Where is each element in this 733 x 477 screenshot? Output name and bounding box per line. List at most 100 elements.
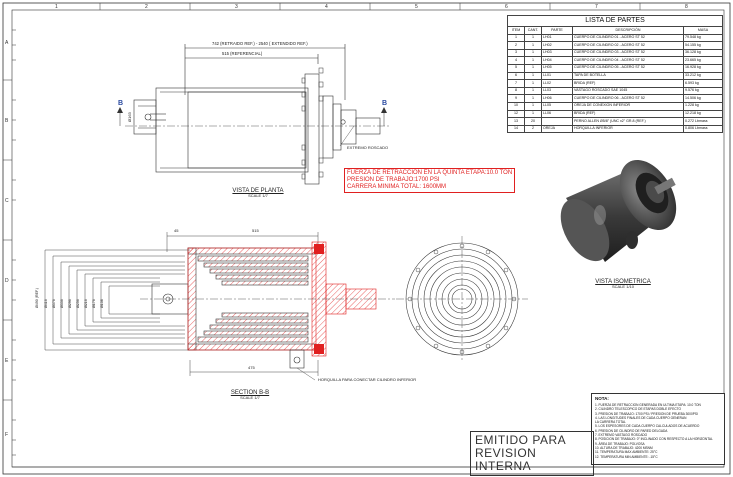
part-desc: CUERPO DE CILINDRO 01 - ACERO ST 52 [572, 33, 684, 43]
dim-small: Ø163 [127, 112, 132, 122]
part-mass: 23.665 kg [683, 56, 723, 65]
parts-header-row: ITEM CANT. PARTE DESCRIPCIÓN MASA [507, 26, 723, 35]
note-item: 9. ÁREA DE TRABAJO: POLVOSA [595, 441, 645, 446]
part-qty: 1 [524, 79, 542, 88]
note-item: 4. LAS LONGITUDES FINALES DE CADA CUERPO… [595, 415, 687, 420]
note-item: LA CARRERA TOTAL [595, 420, 626, 425]
note-item: 3. PRESION DE TRABAJO: 1700 PSI / PRESIO… [595, 411, 698, 416]
iso-view-title: VISTA ISOMETRICA SCALE 1/10 [583, 279, 663, 289]
part-item: 2 [507, 41, 525, 50]
part-qty: 1 [524, 56, 542, 65]
plan-view-scale: SCALE 1/7 [248, 193, 268, 198]
zone-label-top-6: 6 [505, 4, 508, 10]
part-qty: 1 [524, 94, 542, 103]
isometric-view [560, 159, 677, 262]
note-item: 1. FUERZA DE RETRACCION GENERADA EN ULTI… [595, 403, 701, 407]
part-desc: CUERPO DE CILINDRO 02 - ACERO ST 52 [572, 41, 684, 50]
part-mass: 79.548 kg [683, 33, 723, 43]
part-code: LH06 [541, 94, 573, 103]
part-code: LL02 [541, 79, 573, 88]
zone-label-top-3: 3 [235, 4, 238, 10]
col-item: ITEM [507, 26, 525, 35]
dim-dia-6: Ø336 [60, 299, 64, 308]
zone-label-side-f: F [5, 432, 9, 438]
part-item: 6 [507, 71, 525, 81]
part-code: LL01 [541, 71, 573, 81]
part-qty: 1 [524, 41, 542, 50]
part-desc: CUERPO DE CILINDRO 06 - ACERO ST 52 [572, 94, 684, 103]
part-qty: 1 [524, 63, 542, 73]
part-mass: 9.576 kg [683, 86, 723, 96]
part-mass: 0.272 Lbmass [683, 117, 723, 126]
part-code: LH04 [541, 56, 573, 65]
note-item: 8. POSICION DE TRABAJO: 0° INCLINADO CON… [595, 437, 713, 442]
part-desc: VASTAGO ROSCADO SAE 1045 [572, 86, 684, 96]
dim-dia-2: Ø176 [92, 299, 96, 308]
part-qty: 1 [524, 109, 542, 119]
part-mass: 16.928 kg [683, 63, 723, 73]
note-item: 12. TEMPERATURA MIN AMBIENTE: -15°C [595, 454, 658, 459]
dim-outer: Ø490 (REF.) [35, 288, 39, 308]
col-part: PARTE [541, 26, 573, 35]
part-item: 9 [507, 94, 525, 103]
part-item: 5 [507, 63, 525, 73]
part-desc: BRIDA (REF) [572, 79, 684, 88]
dim-dia-7: Ø376 [52, 299, 56, 308]
note-item: 10. ALTURA DE TRABAJO: 4200 MSNM [595, 445, 653, 450]
zone-ticks [3, 3, 724, 468]
zone-label-side-c: C [5, 198, 9, 204]
part-item: 4 [507, 56, 525, 65]
zone-label-side-a: A [5, 40, 9, 46]
note-item: 5. LOS ESPESORES DE CADA CUERPO CALCULAD… [595, 424, 700, 429]
part-mass: 36.128 kg [683, 48, 723, 58]
section-view-title: SECTION B-B SCALE 1/7 [210, 390, 290, 400]
red-note-line-3: CARRERA MINIMA TOTAL: 1600MM [347, 184, 447, 190]
note-item: 11. TEMPERATURA MAX AMBIENTE: 25°C [595, 450, 658, 455]
part-code: OREJA [541, 124, 573, 134]
note-item: 6. PRESION DE CILINDRO DE PARED DELGADA [595, 428, 668, 433]
callout-fork: HORQUILLA PARA CONECTAR CILINDRO INFERIO… [318, 377, 417, 382]
part-item: 12 [507, 109, 525, 119]
parts-list-title: LISTA DE PARTES [507, 15, 723, 26]
zone-label-top-4: 4 [325, 4, 328, 10]
stamp-line-2: REVISION INTERNA [475, 446, 537, 473]
part-code: LL05 [541, 101, 573, 111]
part-item: 1 [507, 33, 525, 43]
part-desc: CUERPO DE CILINDRO 05 - ACERO ST 52 [572, 63, 684, 73]
red-note-line-1: FUERZA DE RETRACCION EN LA QUINTA ETAPA:… [347, 170, 513, 176]
part-qty: 1 [524, 71, 542, 81]
dim-section-top-right: 515 [252, 228, 259, 233]
notes-title: NOTA: [595, 396, 609, 401]
zone-label-top-7: 7 [595, 4, 598, 10]
zone-label-side-e: E [5, 358, 9, 364]
part-desc: OREJA DE CONEXION INFERIOR [572, 101, 684, 111]
part-qty: 1 [524, 33, 542, 43]
part-qty: 1 [524, 101, 542, 111]
part-qty: 20 [524, 117, 542, 126]
part-item: 3 [507, 48, 525, 58]
zone-label-top-5: 5 [415, 4, 418, 10]
dim-dia-8: Ø416 [44, 299, 48, 308]
parts-list: LISTA DE PARTES ITEM CANT. PARTE DESCRIP… [507, 15, 723, 134]
notes-list: 1. FUERZA DE RETRACCION GENERADA EN ULTI… [592, 403, 724, 459]
part-code: LH01 [541, 33, 573, 43]
note-item: 7. EXTREMO VASTAGO ROSCADO [595, 433, 648, 438]
part-code [541, 117, 573, 126]
dim-section-bottom: 475 [248, 365, 255, 370]
part-desc: HORQUILLA INFERIOR [572, 124, 684, 134]
part-desc: CUERPO DE CILINDRO 04 - ACERO ST 52 [572, 56, 684, 65]
ruler-left [12, 29, 16, 456]
